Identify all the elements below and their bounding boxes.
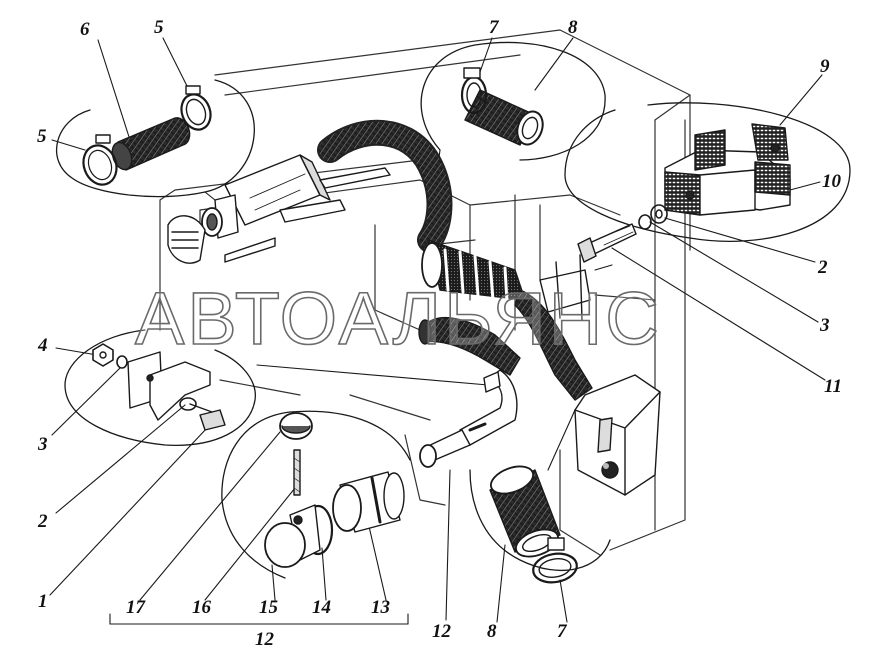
bubble-bottom-hose: [469, 469, 611, 572]
callout-4: 4: [38, 335, 48, 356]
detail-bubbles: [55, 41, 851, 579]
bubble-bracket: [564, 102, 851, 242]
callout-17: 17: [126, 597, 145, 618]
callout-16: 16: [192, 597, 211, 618]
callout-7: 7: [489, 17, 499, 38]
bubble-hose-clamps: [55, 79, 255, 198]
callout-7: 7: [557, 621, 567, 642]
bottom-hose-detail: [489, 465, 578, 584]
callout-10: 10: [822, 171, 841, 192]
callout-3: 3: [820, 315, 830, 336]
callout-5: 5: [37, 126, 47, 147]
bubble-plug-parts: [221, 410, 411, 579]
hose-with-clamps-detail: [82, 85, 212, 186]
plug-sleeve-detail: [264, 412, 405, 568]
left-bracket-detail: [92, 343, 226, 431]
bubble-top-hose: [420, 41, 606, 161]
callout-1: 1: [38, 591, 48, 612]
watermark-text: АВТОАЛЬЯНС: [134, 277, 662, 360]
callout-13: 13: [371, 597, 390, 618]
callout-14: 14: [312, 597, 331, 618]
bubble-left-bracket: [64, 329, 256, 446]
main-pipe-assembly: [167, 119, 661, 496]
callout-15: 15: [259, 597, 278, 618]
callout-8: 8: [568, 17, 578, 38]
callout-2: 2: [818, 257, 828, 278]
leader-lines: [49, 37, 826, 625]
callout-12-group: 12: [255, 629, 274, 650]
callout-3: 3: [38, 434, 48, 455]
callout-11: 11: [824, 376, 842, 397]
callout-12: 12: [432, 621, 451, 642]
bracket-detail: [664, 123, 791, 216]
callout-8: 8: [487, 621, 497, 642]
bolt-and-washers: [577, 204, 668, 263]
callout-2: 2: [38, 511, 48, 532]
callout-9: 9: [820, 56, 830, 77]
callout-6: 6: [80, 19, 90, 40]
callout-5: 5: [154, 17, 164, 38]
top-hose-detail: [460, 67, 544, 146]
